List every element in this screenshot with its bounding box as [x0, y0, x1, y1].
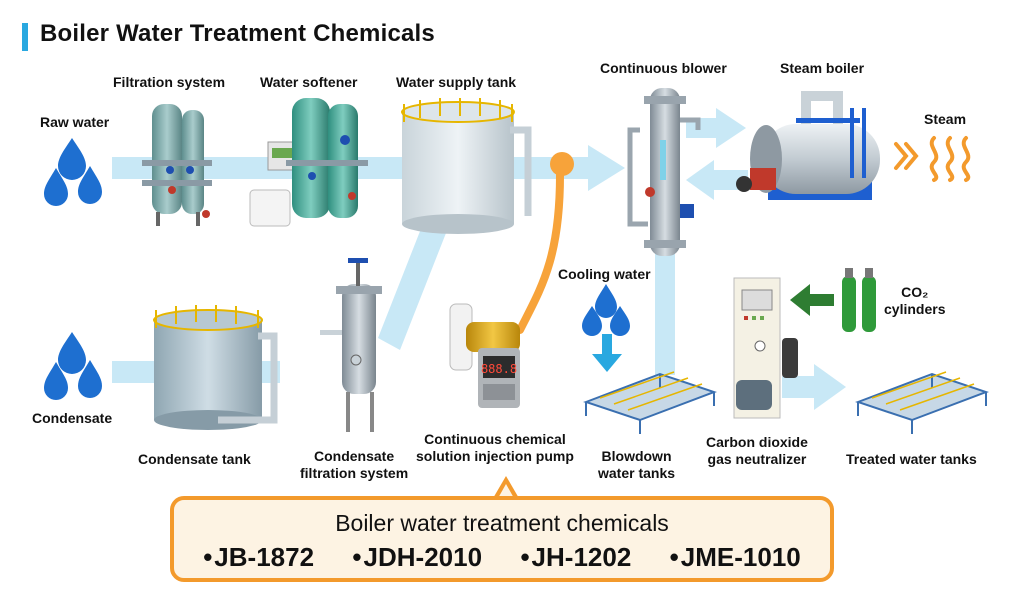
label-blowdown-line1: Blowdown: [601, 448, 672, 464]
chemical-item: JH-1202: [520, 542, 632, 573]
blowdown-drop-pipe: [655, 250, 675, 375]
blowdown-tanks-icon: [583, 371, 717, 434]
chemicals-list: JB-1872 JDH-2010 JH-1202 JME-1010: [174, 542, 830, 573]
blower-to-boiler-pipe: [686, 118, 718, 138]
co2-cylinders-icon: [790, 268, 876, 332]
label-co2-cylinders-line2: cylinders: [884, 301, 946, 317]
page-title: Boiler Water Treatment Chemicals: [40, 20, 435, 47]
label-co2-cylinders-line1: CO₂: [901, 284, 929, 300]
chemical-item: JDH-2010: [352, 542, 483, 573]
label-co2-neutralizer-line2: gas neutralizer: [707, 451, 807, 467]
label-co2-neutralizer: Carbon dioxide gas neutralizer: [706, 434, 808, 468]
label-injection-pump-line2: solution injection pump: [416, 448, 574, 464]
condensate-filtration-icon: [320, 258, 382, 432]
label-condensate-filtration-line1: Condensate: [314, 448, 395, 464]
cooling-water-icon: [582, 284, 630, 372]
supply-flow-arrow: [588, 145, 625, 191]
label-blowdown-line2: water tanks: [598, 465, 676, 481]
title-accent-bar: [22, 23, 28, 51]
chemicals-heading: Boiler water treatment chemicals: [335, 510, 669, 536]
co2-neutralizer-icon: [733, 277, 798, 419]
label-water-softener: Water softener: [260, 74, 358, 90]
filtration-system-icon: [142, 104, 212, 226]
label-steam-boiler: Steam boiler: [780, 60, 865, 76]
label-condensate-filtration: Condensate filtration system: [300, 448, 408, 482]
injection-pump-icon: 888.8: [449, 303, 520, 408]
chemical-item: JB-1872: [203, 542, 314, 573]
condensate-tank-icon: [153, 305, 278, 430]
pump-display: 888.8: [481, 362, 517, 376]
label-raw-water: Raw water: [40, 114, 110, 130]
label-water-supply-tank: Water supply tank: [396, 74, 517, 90]
label-filtration-system: Filtration system: [113, 74, 226, 90]
label-condensate-tank: Condensate tank: [138, 451, 251, 467]
chemical-injection-line: [516, 152, 574, 334]
raw-water-drops-icon: [44, 138, 102, 206]
label-co2-cylinders: CO₂ cylinders: [884, 284, 945, 318]
label-blowdown-tanks: Blowdown water tanks: [598, 448, 675, 482]
treated-flow-arrow: [814, 364, 846, 410]
label-co2-neutralizer-line1: Carbon dioxide: [706, 434, 808, 450]
label-condensate: Condensate: [32, 410, 113, 426]
condensate-drops-icon: [44, 332, 102, 400]
label-treated-water-tanks: Treated water tanks: [846, 451, 977, 467]
label-steam: Steam: [924, 111, 967, 127]
treated-water-tanks-icon: [855, 371, 989, 434]
steam-icon: [894, 136, 971, 182]
boiler-return-arrow: [686, 160, 714, 200]
chemicals-box: Boiler water treatment chemicals JB-1872…: [170, 496, 834, 582]
water-supply-tank-icon: [401, 98, 532, 234]
label-injection-pump-line1: Continuous chemical: [424, 431, 566, 447]
continuous-blower-icon: [627, 88, 701, 256]
label-cooling-water: Cooling water: [558, 266, 651, 282]
steam-boiler-icon: [736, 91, 880, 200]
chemical-item: JME-1010: [670, 542, 801, 573]
condensate-return-pipe: [378, 216, 448, 350]
label-injection-pump: Continuous chemical solution injection p…: [416, 431, 574, 465]
treated-flow-pipe: [782, 376, 816, 398]
blower-to-boiler-arrow: [716, 108, 746, 148]
label-condensate-filtration-line2: filtration system: [300, 465, 409, 481]
water-softener-icon: [249, 98, 368, 227]
label-continuous-blower: Continuous blower: [600, 60, 727, 76]
